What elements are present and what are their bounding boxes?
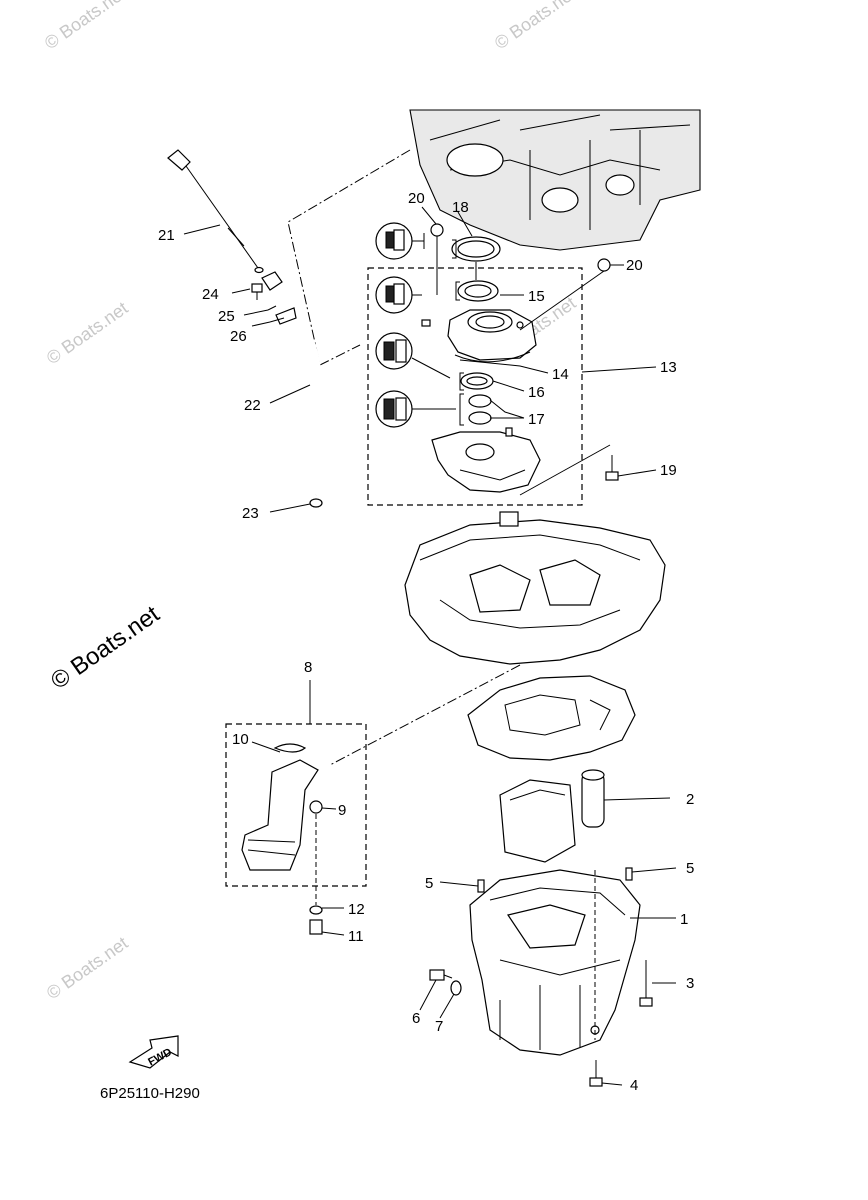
callout-21: 21	[158, 227, 175, 244]
callout-26: 26	[230, 328, 247, 345]
oil-pan	[469, 869, 641, 1056]
callout-1: 1	[680, 911, 688, 928]
callout-11: 11	[348, 928, 364, 945]
callout-18: 18	[452, 199, 469, 216]
gasket-7	[450, 980, 462, 996]
leader-lines	[183, 206, 677, 1086]
bolt-11	[309, 919, 323, 935]
grease-icon	[375, 276, 422, 314]
callout-23: 23	[242, 505, 259, 522]
exhaust-guide	[404, 511, 666, 665]
drain-plug-6	[429, 969, 453, 981]
oil-icon	[375, 332, 451, 379]
dowel-pin-5a	[477, 879, 485, 893]
assembly-box-8	[225, 723, 367, 887]
assembly-box-13	[367, 267, 583, 506]
callout-9: 9	[338, 802, 346, 819]
grease-icon	[375, 222, 425, 260]
bolt-4	[589, 1060, 603, 1087]
callout-20: 20	[408, 190, 425, 207]
oil-pump-housing	[447, 309, 537, 363]
callout-15: 15	[528, 288, 545, 305]
gasket	[467, 675, 636, 761]
seal-17b	[468, 411, 492, 425]
plug-9	[309, 800, 323, 814]
o-ring-20b	[597, 258, 611, 272]
grease-icon	[375, 390, 456, 428]
watermark: © Boats.net	[43, 933, 132, 1003]
callout-labels: 1 2 3 4 5 5 6 7 8 9 10 11 12 13 14 15 16…	[158, 190, 694, 1094]
dowel-pin-5b	[625, 867, 633, 881]
oil-strainer	[241, 743, 319, 871]
callout-3: 3	[686, 975, 694, 992]
callout-22: 22	[244, 397, 261, 414]
callout-14: 14	[552, 366, 569, 383]
o-ring-23	[309, 498, 323, 508]
gasket-12	[309, 905, 323, 915]
callout-25: 25	[218, 308, 235, 325]
small-parts-24-26	[251, 283, 285, 323]
callout-5: 5	[686, 860, 694, 877]
dipstick-guide	[261, 271, 325, 496]
diagram-code: 6P25110-H290	[100, 1085, 200, 1102]
watermark-main: © Boats.net	[46, 600, 165, 694]
callout-12: 12	[348, 901, 365, 918]
watermark: © Boats.net	[41, 0, 130, 53]
callout-8: 8	[304, 659, 312, 676]
callout-2: 2	[686, 791, 694, 808]
watermark: © Boats.net	[43, 298, 132, 368]
callout-16: 16	[528, 384, 545, 401]
callout-6: 6	[412, 1010, 420, 1027]
callout-24: 24	[202, 286, 219, 303]
callout-17: 17	[528, 411, 545, 428]
seal-17a	[468, 394, 492, 408]
muffler-seal	[499, 769, 605, 863]
callout-20: 20	[626, 257, 643, 274]
engine-block	[409, 109, 701, 251]
watermark: © Boats.net	[491, 0, 580, 53]
bolt-3	[639, 960, 653, 1007]
dipstick	[167, 149, 264, 274]
bolt-19	[605, 455, 619, 481]
ref-line	[287, 149, 411, 366]
pump-lower-housing	[431, 427, 541, 493]
o-ring-20	[430, 223, 444, 237]
callout-5: 5	[425, 875, 433, 892]
fwd-arrow-icon: FWD	[128, 1035, 179, 1069]
callout-7: 7	[435, 1018, 443, 1035]
callout-4: 4	[630, 1077, 638, 1094]
callout-13: 13	[660, 359, 677, 376]
callout-19: 19	[660, 462, 677, 479]
callout-10: 10	[232, 731, 249, 748]
